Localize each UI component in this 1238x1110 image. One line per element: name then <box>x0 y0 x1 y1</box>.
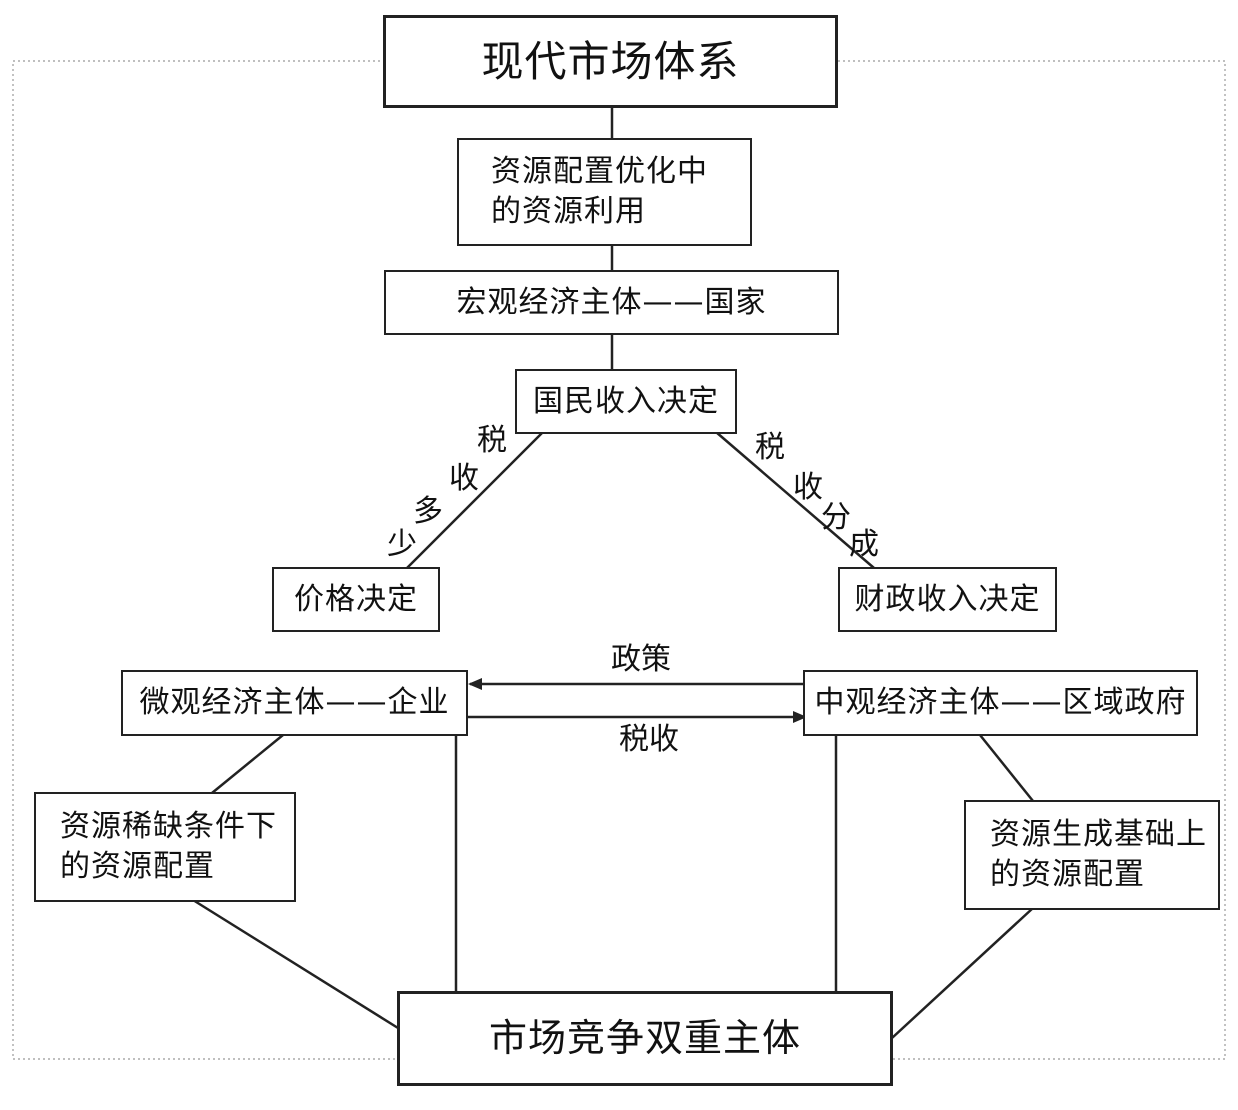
tax-amount-label-char: 多 <box>413 494 443 529</box>
connector-generated-to-dual <box>891 907 1034 1039</box>
resource-use-box: 资源配置优化中 的资源利用 <box>457 138 752 246</box>
meso-subject-box: 中观经济主体——区域政府 <box>803 670 1198 736</box>
tax-share-label-char: 成 <box>849 527 879 562</box>
tax-amount-label-char: 税 <box>477 423 507 458</box>
national-income-box: 国民收入决定 <box>515 369 737 434</box>
tax-share-label-char: 税 <box>755 430 785 465</box>
tax-share-label-char: 收 <box>793 470 823 505</box>
micro-subject-box: 微观经济主体——企业 <box>121 670 468 736</box>
tax-amount-label-char: 收 <box>449 461 479 496</box>
connector-meso-to-generated <box>979 734 1034 802</box>
tax-share-label-char: 分 <box>821 500 851 535</box>
connector-micro-to-scarce <box>211 734 284 794</box>
tax-label: 税收 <box>619 722 679 757</box>
fiscal-income-box: 财政收入决定 <box>838 567 1057 632</box>
scarce-allocation-box: 资源稀缺条件下 的资源配置 <box>34 792 296 902</box>
policy-label: 政策 <box>611 642 671 677</box>
connector-scarce-to-dual <box>192 898 399 1030</box>
macro-subject-box: 宏观经济主体——国家 <box>384 270 839 335</box>
modern-market-system-box: 现代市场体系 <box>383 15 838 108</box>
connector-income-to-price <box>406 431 544 569</box>
tax-amount-label-char: 少 <box>387 527 417 562</box>
price-decision-box: 价格决定 <box>272 567 440 632</box>
connector-income-to-fiscal <box>715 431 875 569</box>
generated-allocation-box: 资源生成基础上 的资源配置 <box>964 800 1220 910</box>
dual-subject-box: 市场竞争双重主体 <box>397 991 893 1086</box>
